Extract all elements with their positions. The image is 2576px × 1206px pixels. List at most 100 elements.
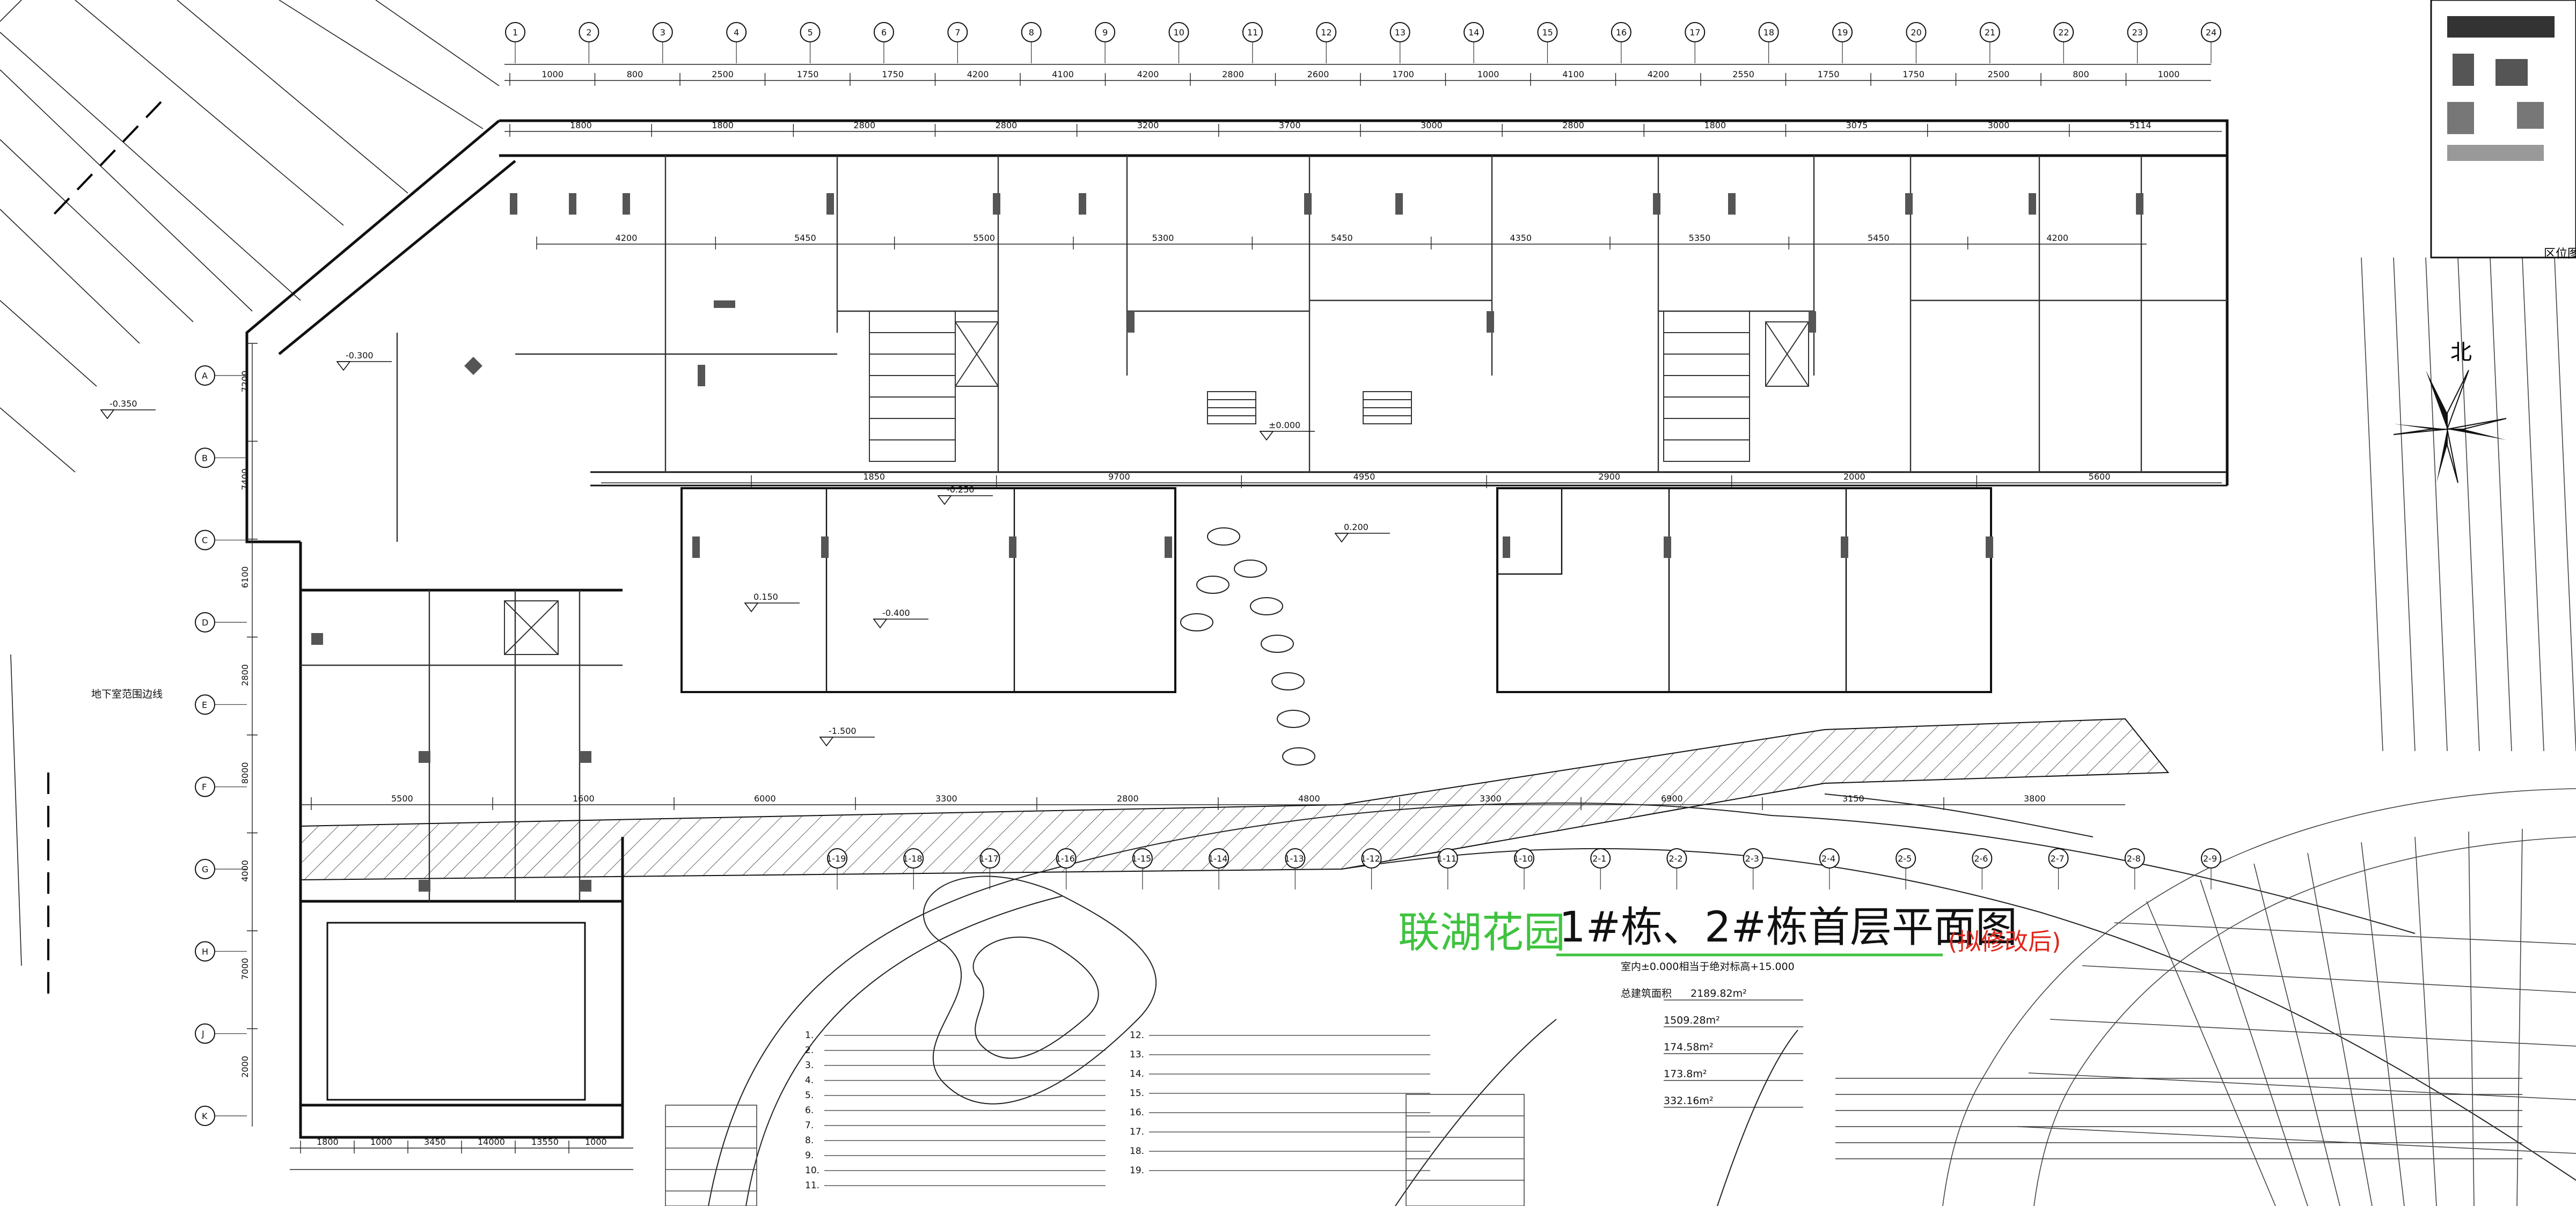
dimension-text: 1000 (541, 69, 564, 79)
axis-label: C (202, 535, 208, 546)
north-label: 北 (2450, 340, 2472, 365)
dimension-text: 4200 (616, 233, 638, 243)
dimension-text: 1850 (863, 472, 885, 482)
dimension-text: 7400 (240, 468, 250, 490)
title-project-name: 联湖花园 (1398, 909, 1565, 957)
axis-bubble (873, 22, 894, 42)
axis-label: 1-14 (1208, 854, 1227, 864)
dimension-text: 1000 (1477, 69, 1499, 79)
dimension-text: 3075 (1846, 120, 1868, 130)
axis-label: 2-5 (1898, 854, 1912, 864)
dimension-text: 4200 (1137, 69, 1159, 79)
dimension-text: 4950 (1353, 472, 1375, 482)
dimension-text: 6900 (1661, 793, 1683, 804)
dimension-text: 3800 (2024, 793, 2046, 804)
dimension-text: 8000 (240, 762, 250, 784)
dimension-text: 2800 (1562, 120, 1584, 130)
note-item: 13. (1130, 1049, 1144, 1060)
axis-bubble (903, 848, 924, 869)
axis-label: 2-8 (2127, 854, 2141, 864)
axis-bubble (1056, 848, 1077, 869)
axis-bubble (979, 848, 1000, 869)
note-item: 15. (1130, 1088, 1144, 1099)
title-drawing-name: 1#栋、2#栋首层平面图 (1559, 903, 2017, 952)
dimension-text: 1800 (570, 120, 592, 130)
axis-bubble (195, 694, 215, 715)
dimension-text: 3300 (935, 793, 957, 804)
dimension-text: 4100 (1562, 69, 1584, 79)
axis-bubble (1896, 848, 1916, 869)
axis-bubble (1361, 848, 1382, 869)
dimension-text: 3000 (1988, 120, 2010, 130)
dimension-text: 2800 (1222, 69, 1244, 79)
dimension-text: 1800 (712, 120, 734, 130)
axis-label: 22 (2058, 27, 2069, 38)
note-item: 1. (805, 1030, 814, 1041)
axis-label: 1-16 (1056, 854, 1075, 864)
dimension-text: 5300 (1152, 233, 1174, 243)
axis-label: 2-1 (1592, 854, 1606, 864)
axis-bubble (195, 1023, 215, 1044)
axis-bubble (1685, 22, 1706, 42)
axis-label: 17 (1689, 27, 1700, 38)
notes-left-column: 1.2.3.4.5.6.7.8.9.10.11. (805, 1030, 1106, 1191)
garden-paving (1942, 257, 2576, 1206)
axis-bubble (1537, 22, 1558, 42)
axis-label: 18 (1763, 27, 1774, 38)
axis-label: 2-9 (2203, 854, 2217, 864)
structural-columns (311, 193, 2143, 892)
axis-bubble (1095, 22, 1116, 42)
elevation-text: -0.300 (346, 350, 374, 361)
stat-label: 室内±0.000相当于绝对标高+15.000 (1621, 961, 1795, 973)
axis-bubble (1021, 22, 1042, 42)
axis-label: 19 (1837, 27, 1848, 38)
dimension-text: 7000 (240, 958, 250, 980)
building-outline (245, 119, 2229, 1139)
axis-bubble (1242, 22, 1263, 42)
dimension-text: 1800 (1704, 120, 1726, 130)
axis-label: 4 (734, 27, 739, 38)
axis-bubble (195, 365, 215, 386)
axis-bubble (2127, 22, 2148, 42)
axis-bubble (1514, 848, 1534, 869)
dimension-text: 6000 (754, 793, 776, 804)
note-item: 4. (805, 1075, 814, 1086)
dimension-text: 6100 (240, 567, 250, 589)
axis-label: 21 (1985, 27, 1995, 38)
axis-label: 14 (1468, 27, 1479, 38)
axis-bubble (2124, 848, 2145, 869)
axis-bubble (1437, 848, 1458, 869)
basement-line-label: 地下室范围边线 (91, 688, 163, 700)
axis-label: 1-17 (979, 854, 998, 864)
axis-label: 11 (1247, 27, 1258, 38)
dimension-text: 1800 (317, 1137, 339, 1147)
dimension-text: 2500 (712, 69, 734, 79)
note-item: 10. (805, 1165, 819, 1176)
axis-label: H (202, 946, 208, 957)
note-item: 6. (805, 1105, 814, 1116)
notes-middle-column: 12.13.14.15.16.17.18.19. (1130, 1030, 1430, 1176)
dimension-lines (252, 64, 2222, 1170)
axis-label: 1-18 (903, 854, 922, 864)
axis-label: 8 (1029, 27, 1034, 38)
dimension-text: 2800 (240, 664, 250, 686)
dimension-text: 5450 (794, 233, 816, 243)
note-item: 19. (1130, 1165, 1144, 1176)
dimension-text: 4000 (240, 860, 250, 882)
axis-label: 1-19 (826, 854, 846, 864)
dimension-text: 7200 (240, 371, 250, 393)
axis-label: 1-15 (1132, 854, 1151, 864)
axis-bubble (1132, 848, 1153, 869)
north-arrow: 北 (2393, 340, 2507, 483)
axis-bubble (505, 22, 525, 42)
axis-bubble (1389, 22, 1410, 42)
axis-bubble (2048, 848, 2069, 869)
axis-label: 1-10 (1513, 854, 1533, 864)
dimension-text: 3000 (1421, 120, 1443, 130)
